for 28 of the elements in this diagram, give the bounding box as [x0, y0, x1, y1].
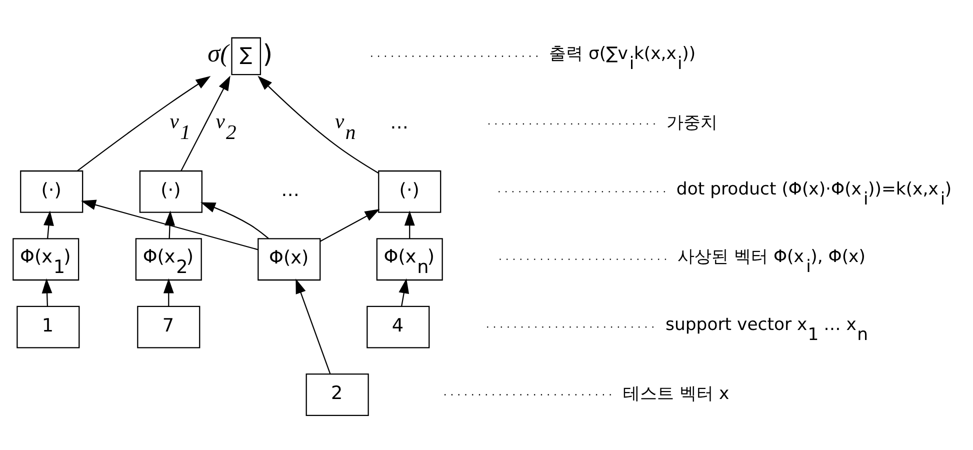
arrow — [296, 278, 331, 374]
arrow — [398, 278, 410, 306]
node-text: 테스트 벡터 x — [623, 383, 730, 404]
node-box: ∑ — [231, 36, 262, 75]
node-label: ) — [262, 39, 273, 68]
arrow — [77, 75, 211, 171]
arrow — [42, 278, 52, 306]
arrow — [81, 199, 258, 250]
arrow — [404, 210, 415, 238]
node-box: (·) — [139, 170, 202, 212]
node-box: (·) — [378, 170, 442, 212]
label: … — [390, 112, 408, 133]
arrow — [320, 208, 380, 242]
arrow — [164, 210, 175, 238]
node-box: 7 — [137, 305, 200, 348]
label: … — [281, 180, 300, 201]
node-box: 4 — [366, 305, 430, 348]
node-box: 2 — [306, 373, 369, 416]
arrow — [44, 210, 54, 238]
node-box: Φ(x) — [258, 238, 321, 280]
arrow — [180, 75, 230, 171]
node-box: 1 — [16, 305, 80, 348]
arrow — [200, 202, 269, 239]
node-label: σ( — [208, 40, 229, 68]
node-box: (·) — [20, 170, 84, 212]
arrow — [163, 278, 174, 306]
node-text: 가중치 — [666, 112, 718, 132]
arrow — [258, 75, 379, 173]
